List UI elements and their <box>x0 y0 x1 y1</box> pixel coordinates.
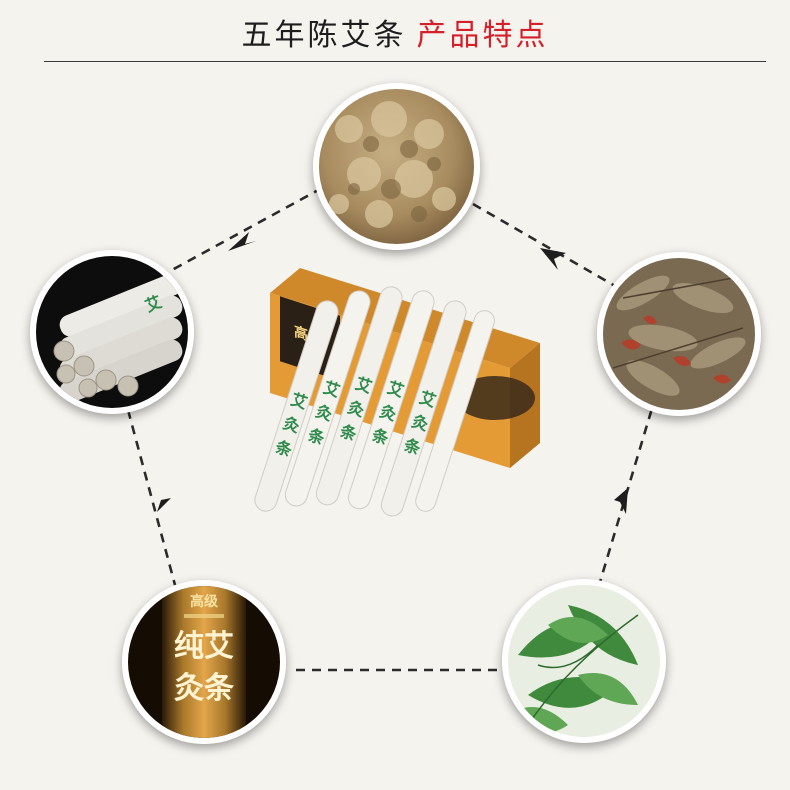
photo-product-label: 高级 纯艾 灸条 <box>122 580 286 744</box>
title-divider <box>44 61 766 62</box>
svg-text:艾: 艾 <box>353 374 374 397</box>
dash-top-right <box>472 202 623 292</box>
arrow-up-icon <box>614 488 628 514</box>
title-accent: 产品特点 <box>416 18 549 53</box>
product-box-with-sticks: 高级 艾 灸 条 艾 灸 条 艾 灸 条 艾 灸 条 艾 <box>254 268 540 517</box>
svg-text:条: 条 <box>337 421 360 445</box>
moxa-sticks: 艾 灸 条 艾 灸 条 艾 灸 条 艾 灸 条 艾 灸 条 <box>254 286 495 517</box>
svg-text:条: 条 <box>272 437 295 461</box>
label-grade: 高级 <box>190 593 219 610</box>
dash-right <box>598 394 658 583</box>
svg-text:灸: 灸 <box>409 411 430 434</box>
arrow-left-icon <box>228 232 256 251</box>
label-name-2: 灸条 <box>174 671 234 706</box>
arrow-down-icon <box>157 488 171 512</box>
title-main: 五年陈艾条 <box>241 18 407 53</box>
svg-text:灸: 灸 <box>345 397 366 420</box>
svg-text:条: 条 <box>369 425 392 449</box>
svg-text:艾: 艾 <box>321 378 342 401</box>
svg-text:灸: 灸 <box>377 401 398 424</box>
arrow-up-icon <box>540 248 566 270</box>
photo-mugwort-powder <box>313 83 480 250</box>
svg-text:艾: 艾 <box>142 292 164 316</box>
svg-text:条: 条 <box>305 425 328 449</box>
label-name: 纯艾 <box>174 629 234 664</box>
svg-text:灸: 灸 <box>313 401 334 424</box>
photo-moxa-bundle: 艾 <box>30 250 194 414</box>
svg-text:灸: 灸 <box>281 413 302 436</box>
svg-text:艾: 艾 <box>385 378 406 401</box>
photo-fresh-mugwort <box>502 579 666 743</box>
stick-text-1: 艾 <box>289 390 310 413</box>
svg-text:条: 条 <box>401 435 424 459</box>
header: 五年陈艾条产品特点 <box>0 0 790 62</box>
dash-top-left <box>171 186 323 272</box>
photo-dried-leaves <box>597 252 761 416</box>
dash-left <box>126 409 177 586</box>
svg-text:艾: 艾 <box>417 388 438 411</box>
page-title: 五年陈艾条产品特点 <box>0 10 790 54</box>
